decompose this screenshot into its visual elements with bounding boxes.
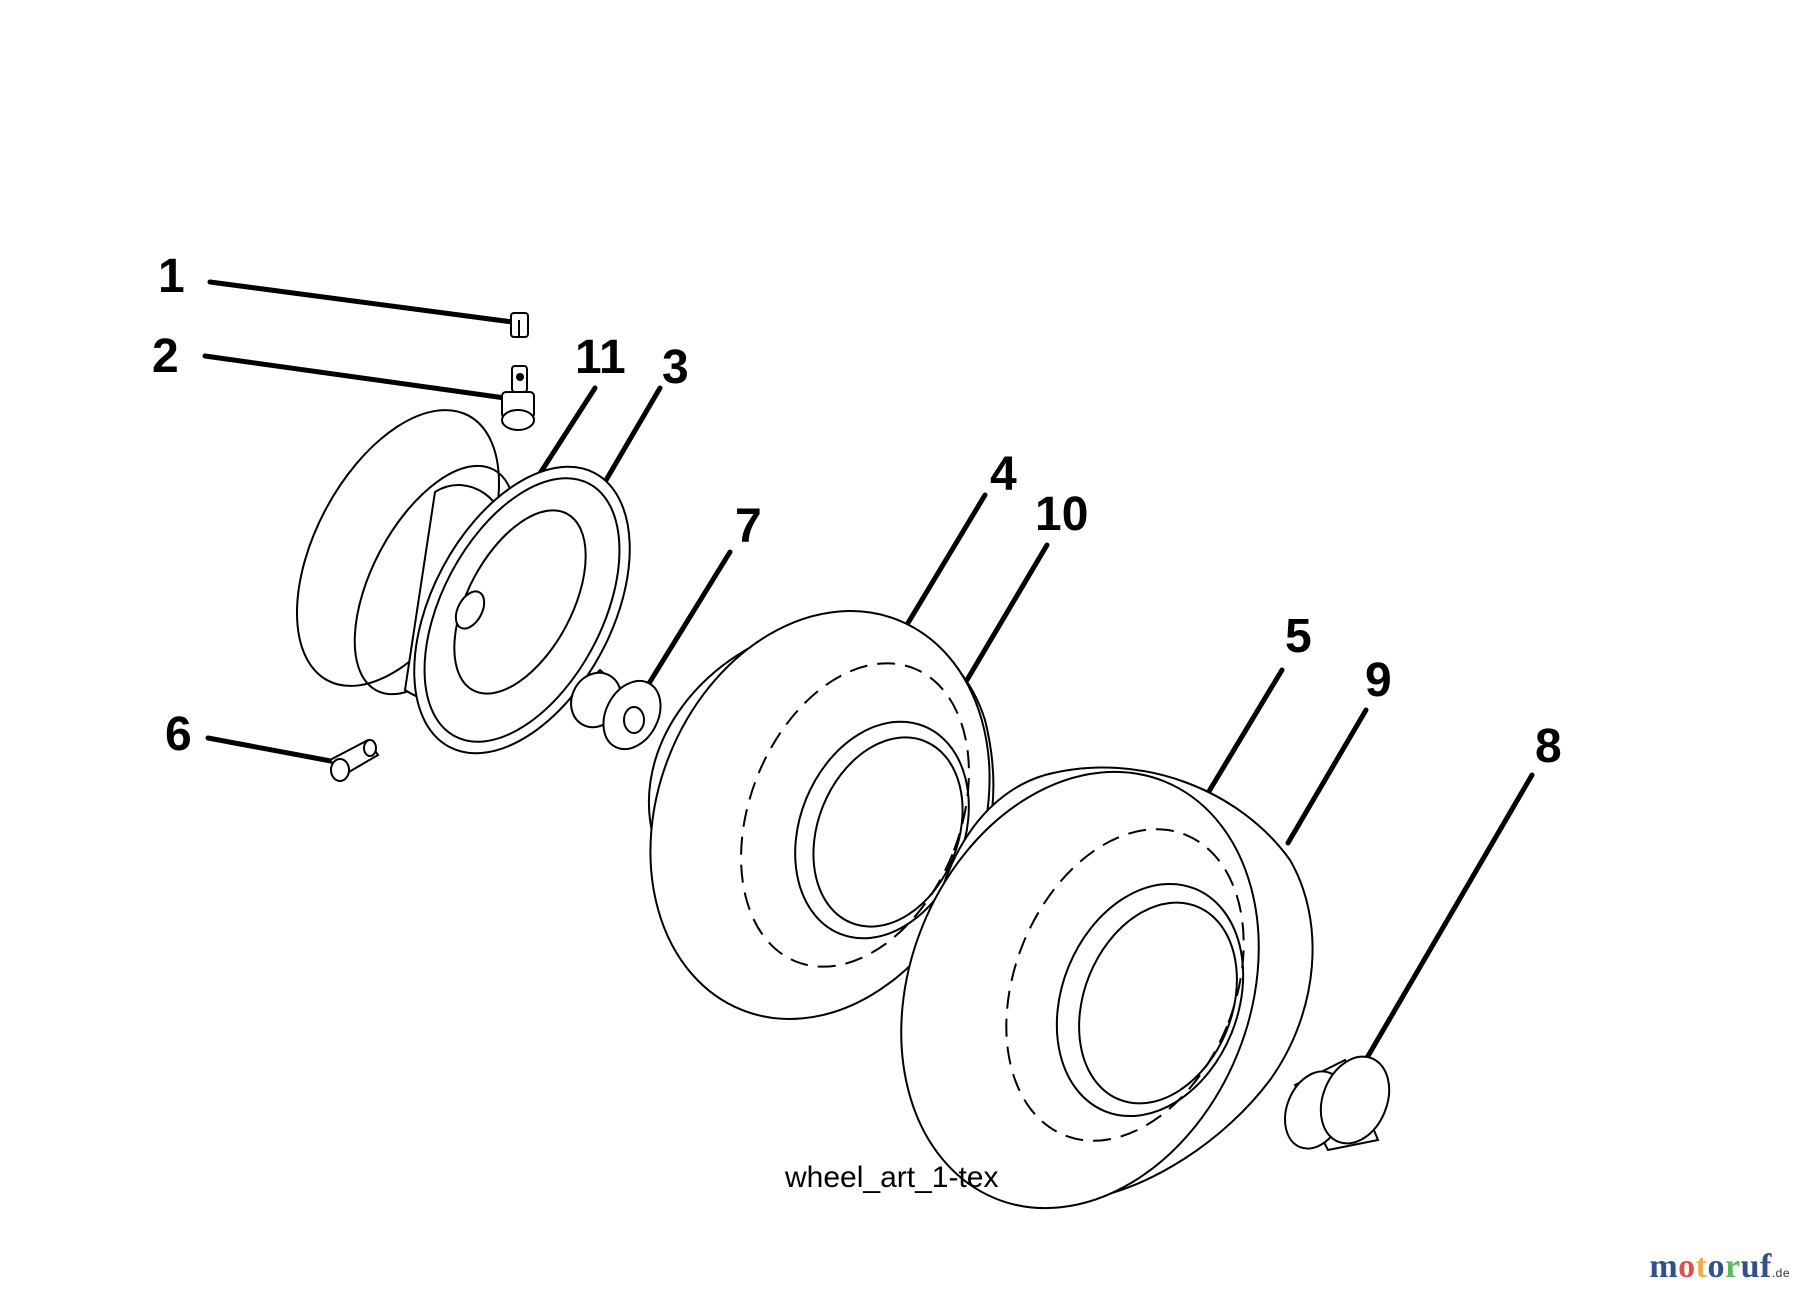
watermark-letter: u: [1740, 1248, 1760, 1285]
watermark-letter: f: [1759, 1248, 1772, 1285]
leader-line-8: [1354, 772, 1535, 1078]
watermark-letter: r: [1724, 1248, 1741, 1285]
leader-line-4: [902, 492, 988, 631]
leader-lines: [202, 279, 1535, 1078]
callout-6: 6: [165, 708, 192, 761]
leader-line-6: [205, 735, 339, 765]
callout-1: 1: [158, 250, 185, 303]
callout-4: 4: [990, 448, 1017, 501]
part-7-bushing: [570, 668, 662, 751]
callout-7: 7: [735, 500, 762, 553]
leader-line-9: [1285, 707, 1369, 846]
leader-line-2: [202, 353, 508, 401]
watermark-letter: m: [1649, 1248, 1679, 1285]
callout-8: 8: [1535, 720, 1562, 773]
callout-3: 3: [662, 341, 689, 394]
part-1-valve-cap: [510, 312, 529, 338]
leader-line-7: [645, 549, 733, 688]
watermark-letter: o: [1678, 1248, 1696, 1285]
watermark-letter: o: [1707, 1248, 1725, 1285]
rim-assembly: [295, 409, 631, 755]
tire-front: [647, 610, 995, 1020]
callout-11: 11: [575, 331, 626, 384]
watermark-logo: motoruf.de: [1649, 1248, 1790, 1286]
leader-line-10: [964, 542, 1050, 683]
callout-numbers: 1 2 3 4 5 6 7 8 9 10 11: [152, 250, 1562, 773]
watermark-letter: t: [1695, 1248, 1708, 1285]
figure-caption: wheel_art_1-tex: [784, 1161, 998, 1194]
watermark-letters: motoruf: [1649, 1248, 1772, 1285]
watermark-suffix: .de: [1771, 1266, 1790, 1280]
part-6-grease-fitting: [328, 738, 380, 782]
callout-9: 9: [1365, 654, 1392, 707]
leader-line-5: [1202, 667, 1285, 801]
callout-2: 2: [152, 330, 179, 383]
leader-line-1: [207, 279, 523, 326]
callout-5: 5: [1285, 610, 1312, 663]
tire-rear: [900, 766, 1314, 1210]
part-2-valve-stem: [501, 365, 535, 431]
callout-10: 10: [1035, 488, 1088, 541]
part-8-hub-cap: [1284, 1055, 1391, 1152]
